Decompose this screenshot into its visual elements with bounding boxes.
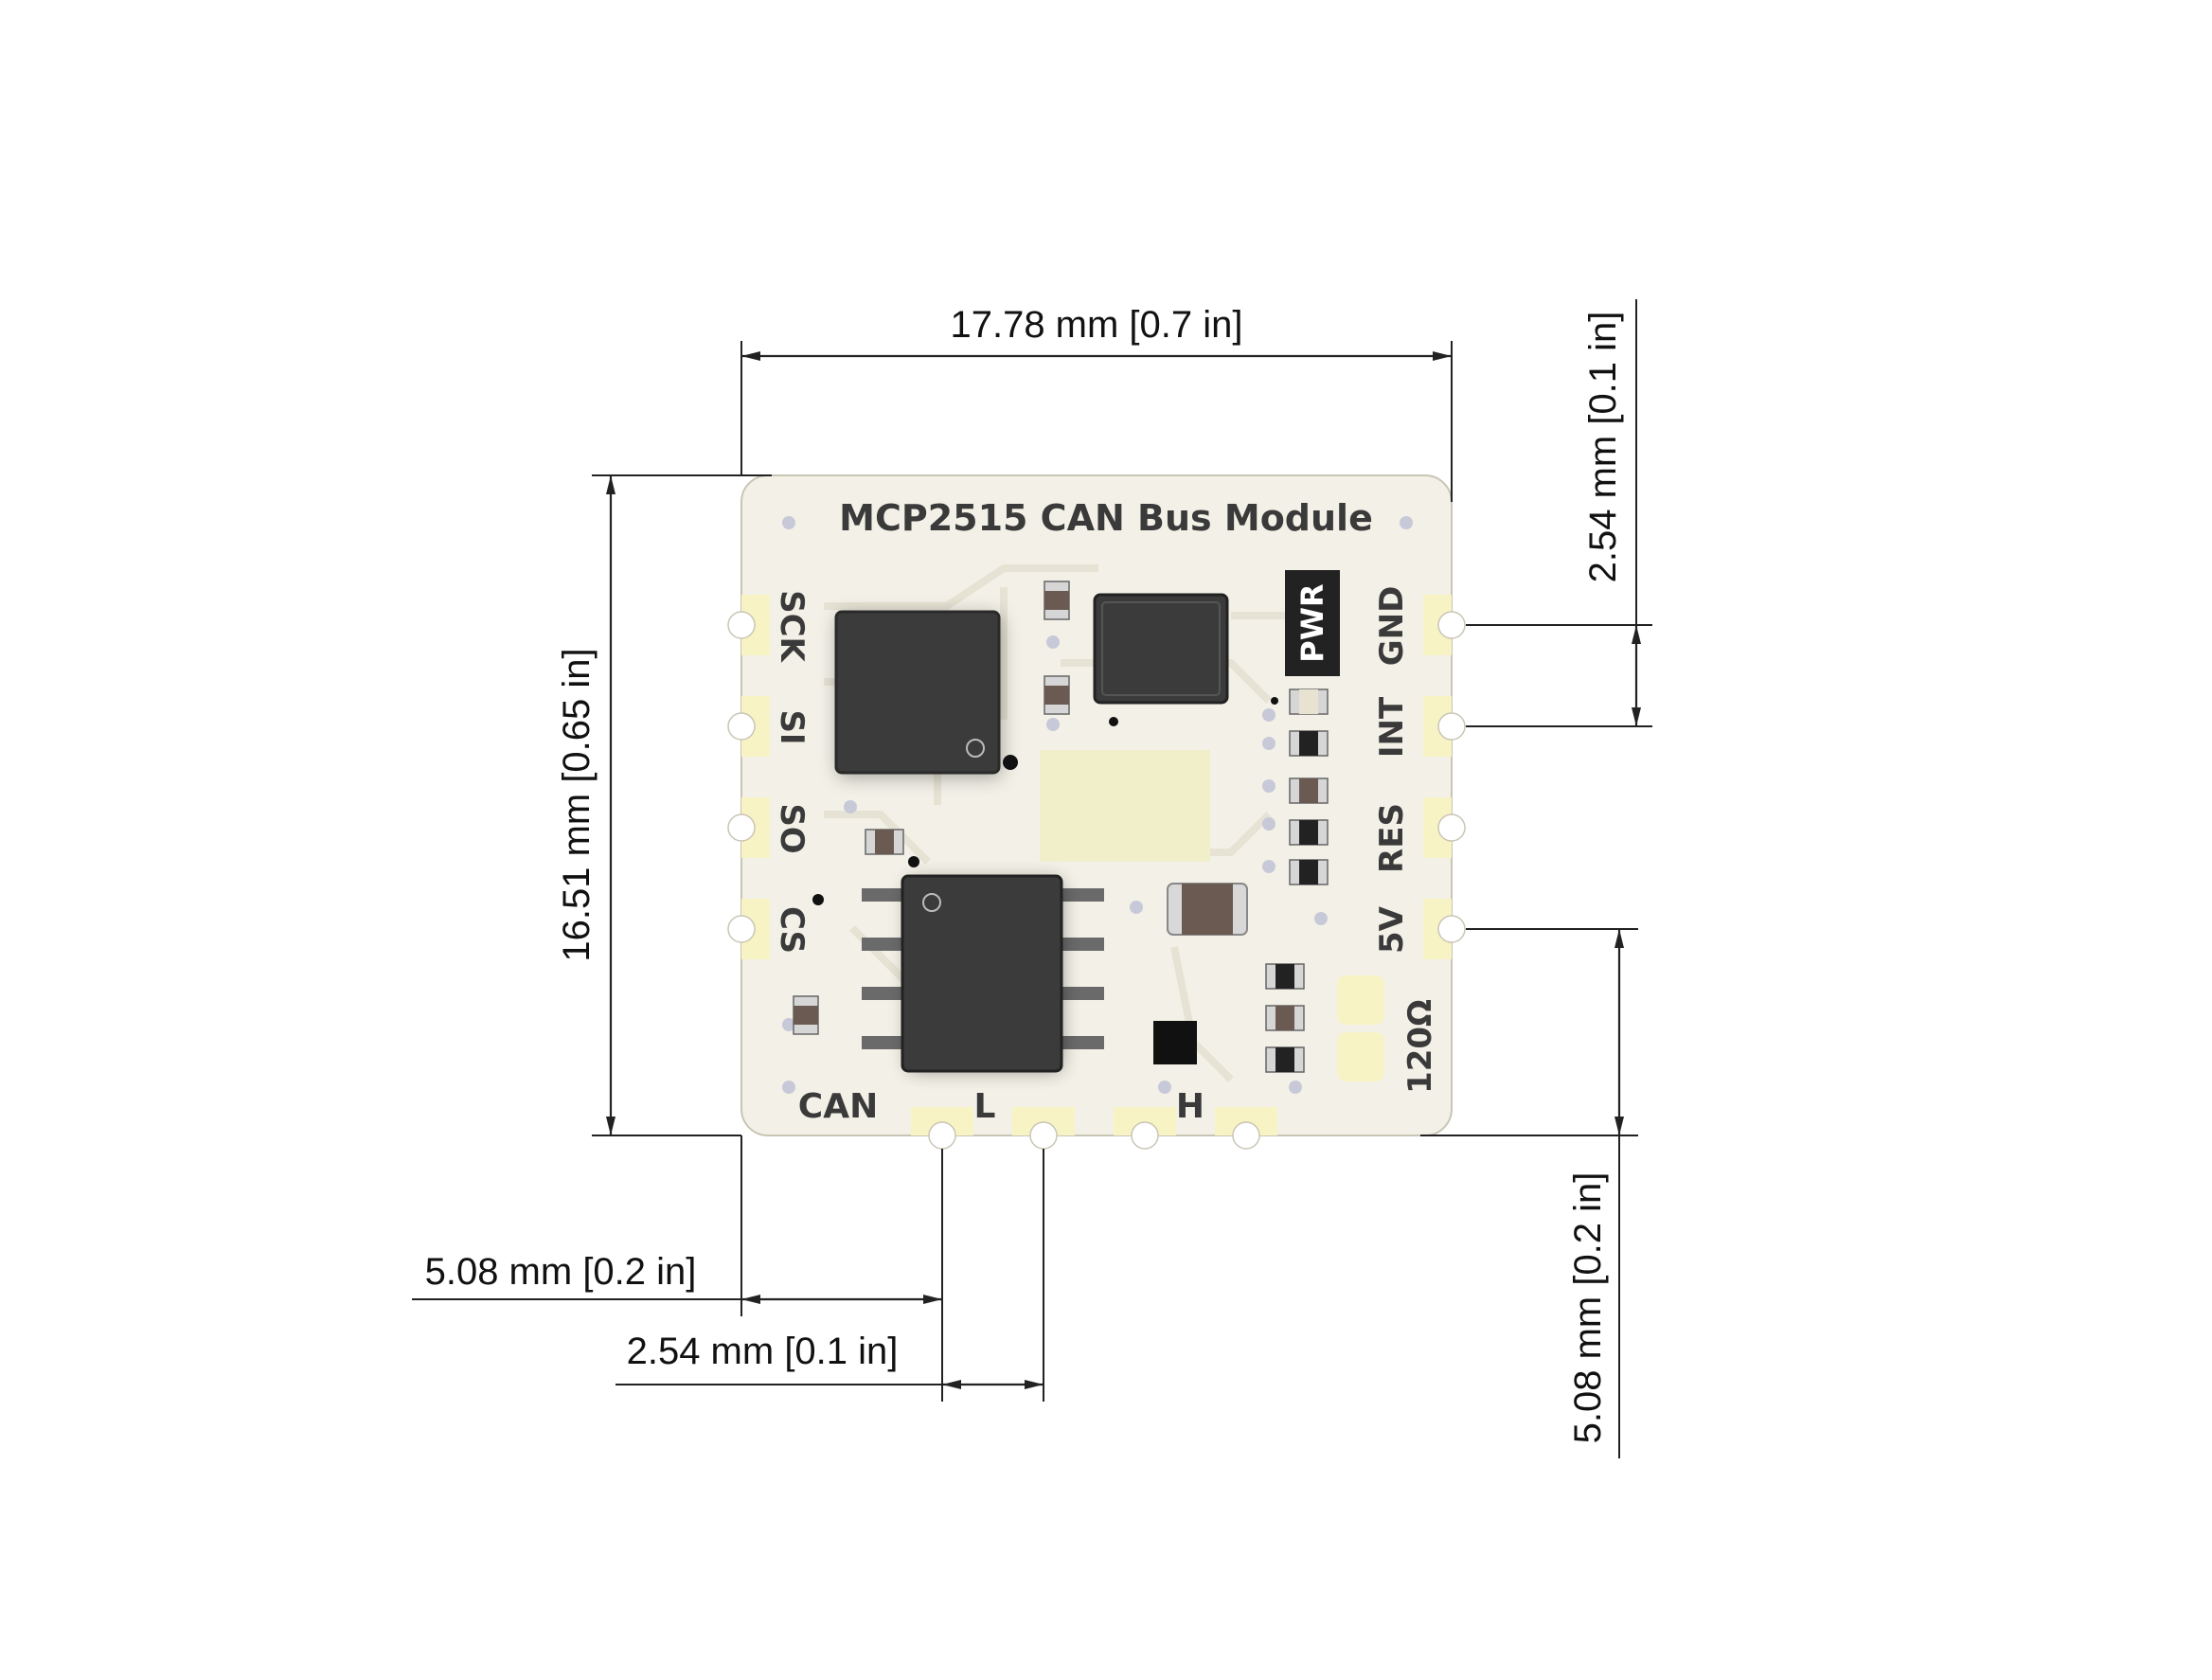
dimension-pitch-right: 2.54 mm [0.1 in] <box>1466 299 1652 727</box>
smd-passives <box>793 581 1329 1073</box>
dimension-width: 17.78 mm [0.7 in] <box>740 304 1453 502</box>
pin-label-gnd: GND <box>1373 586 1411 667</box>
dimension-width-label: 17.78 mm [0.7 in] <box>950 304 1242 346</box>
dimension-offset-right: 5.08 mm [0.2 in] <box>1420 928 1638 1458</box>
pin-label-cs: CS <box>773 906 811 954</box>
vias <box>782 516 1413 1094</box>
pin-label-res: RES <box>1373 803 1411 873</box>
dimension-offset-bottom-label: 5.08 mm [0.2 in] <box>425 1251 697 1293</box>
right-holes <box>1437 611 1466 943</box>
pin-label-so: SO <box>773 803 811 853</box>
pin-label-int: INT <box>1373 696 1411 758</box>
bottom-holes <box>928 1121 1260 1150</box>
resistor-label: 120Ω <box>1401 999 1439 1094</box>
pcb-board: MCP2515 CAN Bus Module SCK SI SO CS GND … <box>727 474 1466 1150</box>
small-ic <box>1153 1021 1197 1064</box>
left-holes <box>727 611 756 943</box>
dimension-offset-right-label: 5.08 mm [0.2 in] <box>1567 1172 1609 1444</box>
center-pattern <box>1040 750 1210 862</box>
crystal <box>1093 593 1229 726</box>
dimension-height-label: 16.51 mm [0.65 in] <box>556 648 598 961</box>
qfn-chip <box>834 610 1018 777</box>
pwr-label-box <box>1285 570 1340 676</box>
can-l-label: L <box>974 1087 996 1126</box>
dimension-pitch-right-label: 2.54 mm [0.1 in] <box>1582 312 1624 583</box>
can-h-label: H <box>1176 1087 1204 1126</box>
jumper-pads <box>1337 975 1384 1081</box>
soic-chip <box>862 856 1104 1073</box>
dimension-pitch-bottom-label: 2.54 mm [0.1 in] <box>627 1331 899 1372</box>
pin-label-sck: SCK <box>773 590 811 663</box>
pin-label-5v: 5V <box>1373 905 1411 954</box>
board-title: MCP2515 CAN Bus Module <box>839 497 1373 539</box>
dimension-offset-bottom: 5.08 mm [0.2 in] <box>412 1135 943 1402</box>
dimension-pitch-bottom: 2.54 mm [0.1 in] <box>615 1149 1044 1402</box>
pwr-label: PWR <box>1294 583 1330 662</box>
dimension-height: 16.51 mm [0.65 in] <box>556 474 772 1136</box>
can-label: CAN <box>798 1087 878 1126</box>
large-capacitor <box>1167 883 1248 936</box>
pin-label-si: SI <box>773 709 811 744</box>
